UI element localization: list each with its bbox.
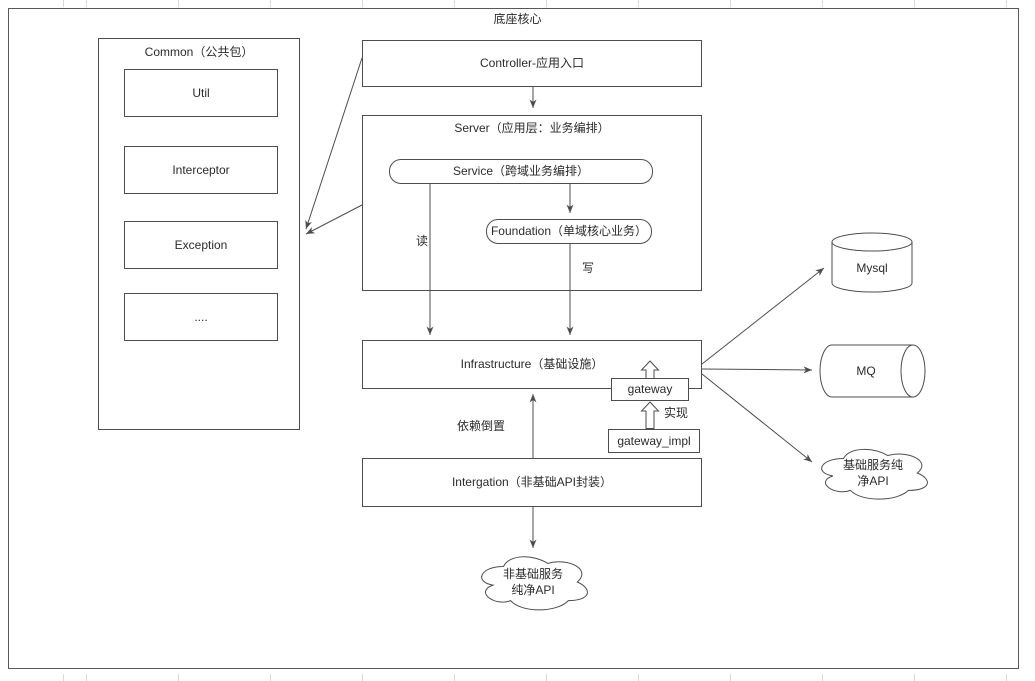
common-package-box: Common（公共包） Util Interceptor Exception .… xyxy=(98,38,300,430)
foundation-box: Foundation（单域核心业务） xyxy=(486,219,652,244)
common-item-more: .... xyxy=(124,293,278,341)
diagram-title: 底座核心 xyxy=(493,12,542,26)
gateway-impl-box: gateway_impl xyxy=(608,429,700,453)
controller-box: Controller-应用入口 xyxy=(362,40,702,87)
server-box: Server（应用层：业务编排） Service（跨域业务编排） Foundat… xyxy=(362,115,702,291)
service-box: Service（跨域业务编排） xyxy=(389,159,653,184)
intergation-box: Intergation（非基础API封装） xyxy=(362,458,702,507)
grid-ticks-top xyxy=(0,0,1035,7)
common-item-exception: Exception xyxy=(124,221,278,269)
grid-ticks-bottom xyxy=(0,674,1035,681)
gateway-box: gateway xyxy=(611,378,689,401)
diagram-outer-frame xyxy=(8,8,1019,669)
common-package-title: Common（公共包） xyxy=(144,45,254,59)
common-item-util: Util xyxy=(124,69,278,117)
server-title: Server（应用层：业务编排） xyxy=(454,121,610,135)
common-item-interceptor: Interceptor xyxy=(124,146,278,194)
